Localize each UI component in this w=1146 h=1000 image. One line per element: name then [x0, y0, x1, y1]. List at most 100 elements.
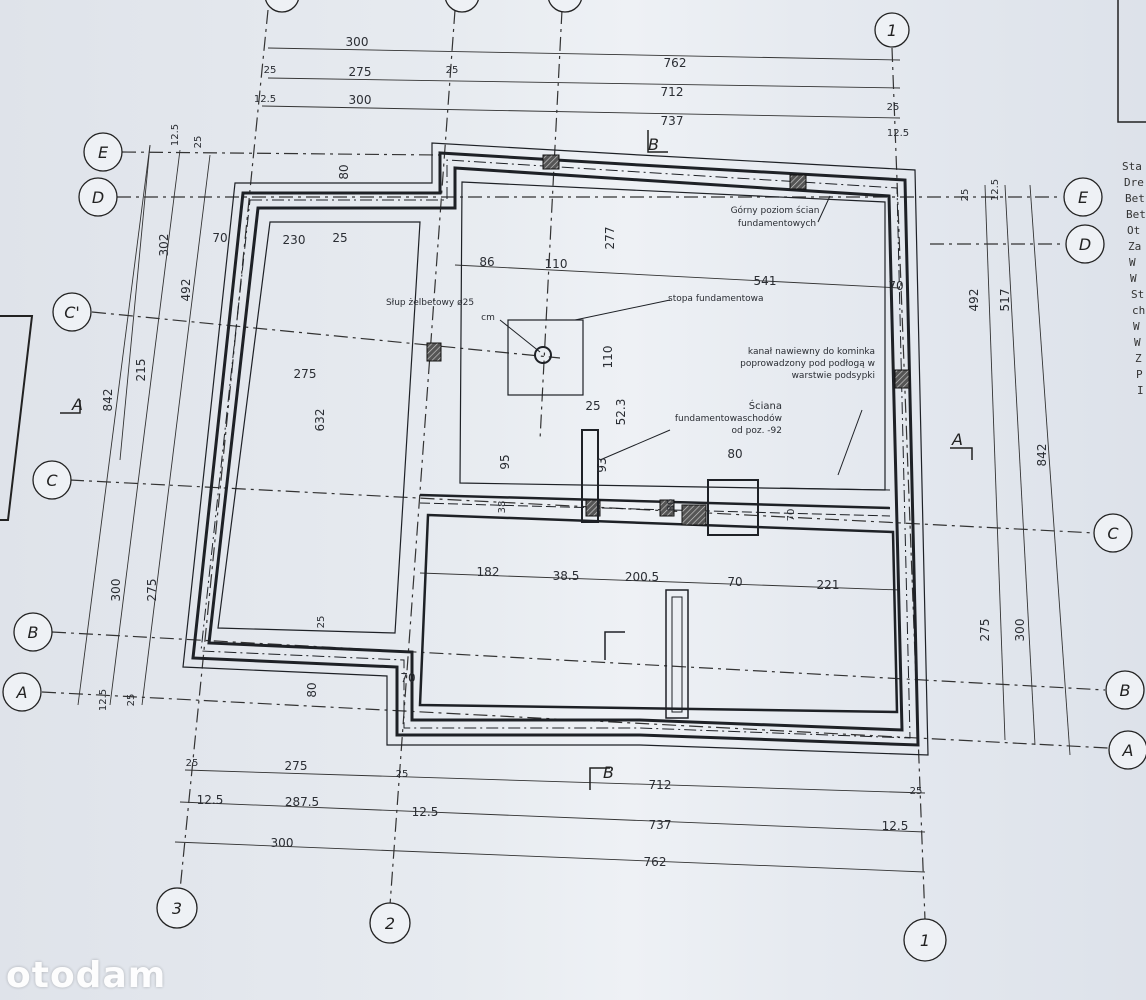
svg-text:A: A [71, 395, 83, 414]
axis-bubble-C-prime: C' [52, 292, 92, 332]
dim-label: 300 [109, 579, 123, 602]
chimney-note: warstwie podsypki [792, 371, 875, 381]
svg-text:1: 1 [887, 21, 897, 40]
stairs-note: Ściana [749, 399, 782, 412]
dim-label: 517 [998, 289, 1012, 312]
svg-text:E: E [1078, 188, 1089, 207]
dim-label: 275 [294, 367, 317, 381]
dim-label: 12.5 [887, 128, 909, 139]
stairs-note: fundamentowaschodów [675, 413, 782, 424]
column-unit: cm [481, 313, 495, 323]
svg-text:W: W [1134, 336, 1141, 349]
dim-label: 95 [498, 454, 512, 469]
svg-text:P: P [1136, 368, 1143, 381]
svg-text:C: C [1107, 524, 1119, 543]
dim-label: 287.5 [285, 795, 319, 809]
svg-text:Bet: Bet [1125, 192, 1145, 205]
chimney-note: kanał nawiewny do kominka [748, 347, 875, 357]
dim-label: 632 [313, 409, 327, 432]
dim-label: 70 [727, 575, 742, 589]
dim-label: 275 [349, 65, 372, 79]
dim-label: 25 [910, 786, 923, 797]
svg-text:D: D [1079, 235, 1091, 254]
watermark-logo: otodam [6, 955, 167, 996]
axis-bubble-1: 1 [903, 918, 947, 962]
svg-text:Ot: Ot [1127, 224, 1140, 237]
footing-note: stopa fundamentowa [668, 294, 764, 304]
dim-label: 25 [264, 65, 277, 76]
svg-text:A: A [16, 683, 28, 702]
dim-label: 541 [754, 274, 777, 288]
dim-label: 300 [346, 35, 369, 49]
dim-label: 70 [212, 231, 227, 245]
axis-bubble-D: D [78, 177, 118, 217]
dim-label: 80 [727, 447, 742, 461]
column-circle [534, 346, 552, 364]
columns [426, 154, 910, 526]
dim-label: 70 [888, 279, 903, 293]
legend-fragments: Sta Dre Bet Bet Ot Za W W St ch W W Z P … [0, 0, 1146, 521]
dim-label: 762 [664, 56, 687, 70]
dim-label: 25 [332, 231, 347, 245]
dim-label: 12.5 [197, 793, 224, 807]
svg-text:W: W [1133, 320, 1140, 333]
svg-text:C: C [46, 471, 58, 490]
dim-label: 25 [396, 769, 409, 780]
column [426, 342, 442, 362]
annotations: Słup żelbetowy ø25 cm stopa fundamentowa… [386, 205, 875, 436]
svg-text:A: A [1122, 741, 1134, 760]
dim-label: 25 [316, 616, 327, 629]
dim-label: 25 [960, 189, 971, 202]
column [789, 174, 807, 190]
details [499, 195, 891, 719]
svg-text:Bet: Bet [1126, 208, 1146, 221]
dim-label: 70 [786, 509, 797, 522]
svg-text:3: 3 [172, 899, 182, 918]
dim-label: 80 [305, 682, 319, 697]
svg-text:St: St [1131, 288, 1144, 301]
dim-label: 25 [446, 65, 459, 76]
column [681, 504, 707, 526]
column-note: Słup żelbetowy ø25 [386, 298, 474, 308]
dim-label: 38 [497, 501, 508, 514]
svg-text:ch: ch [1132, 304, 1145, 317]
column [585, 499, 601, 517]
axis-bubble-3: 3 [156, 887, 198, 929]
dim-label: 712 [649, 778, 672, 792]
dim-label: 12.5 [254, 94, 276, 105]
dim-label: 277 [603, 227, 617, 250]
axis-bubble-C-right: C [1093, 513, 1133, 553]
dim-label: 93 [595, 457, 609, 472]
svg-text:A: A [951, 430, 963, 449]
chimney [707, 479, 759, 536]
svg-text:B: B [28, 623, 39, 642]
svg-text:I: I [1137, 384, 1144, 397]
stairs-note: od poz. -92 [732, 426, 782, 436]
dim-label: 80 [337, 164, 351, 179]
grid-bubbles: E D C' C B A E D C B A 3 2 1 1 [2, 0, 1146, 962]
dim-label: 842 [1035, 444, 1049, 467]
dim-label: 182 [477, 565, 500, 579]
dim-label: 12.5 [98, 689, 109, 711]
axis-bubble-2: 2 [369, 902, 411, 944]
axis-bubble-B-right: B [1105, 670, 1145, 710]
dim-label: 230 [283, 233, 306, 247]
axis-bubble-E: E [83, 132, 123, 172]
dim-label: 80 [666, 499, 677, 512]
dim-label: 215 [134, 359, 148, 382]
svg-text:Dre: Dre [1124, 176, 1144, 189]
svg-text:W: W [1130, 272, 1137, 285]
svg-text:Z: Z [1135, 352, 1142, 365]
dim-label: 12.5 [412, 805, 439, 819]
dim-label: 275 [285, 759, 308, 773]
axis-bubble-A: A [2, 672, 42, 712]
svg-text:2: 2 [385, 914, 395, 933]
svg-text:C': C' [64, 303, 80, 322]
svg-text:W: W [1129, 256, 1136, 269]
dim-label: 70 [400, 671, 415, 685]
dim-label: 12.5 [170, 124, 181, 146]
dimension-lines [77, 47, 1071, 873]
dim-label: 25 [887, 102, 900, 113]
